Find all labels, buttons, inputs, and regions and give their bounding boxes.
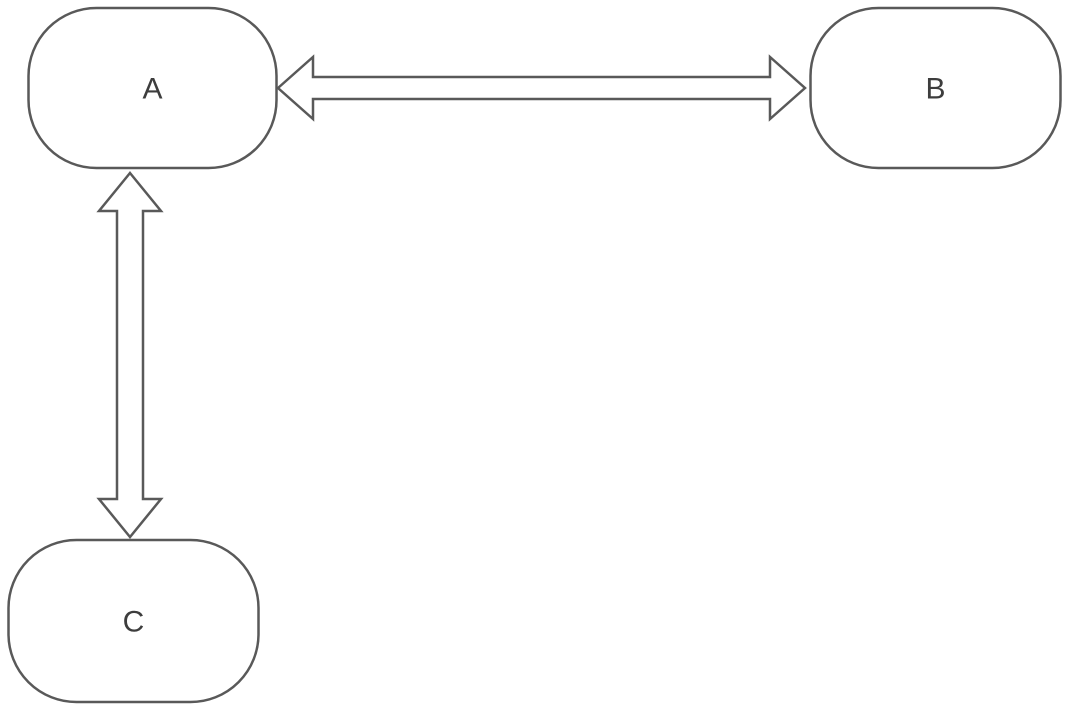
node-b-label: B: [925, 73, 945, 106]
node-c-shape: [7, 538, 260, 704]
node-c-label: C: [123, 606, 145, 639]
node-c: C: [7, 538, 260, 704]
node-a-shape: [27, 6, 278, 170]
node-b-shape: [809, 6, 1062, 170]
edge-a-b: [276, 54, 807, 122]
edge-a-c: [96, 171, 164, 539]
double-arrow-a-c-icon: [96, 171, 164, 539]
node-a: A: [27, 6, 278, 170]
node-a-label: A: [142, 73, 162, 106]
double-arrow-a-b-icon: [276, 54, 807, 122]
node-b: B: [809, 6, 1062, 170]
